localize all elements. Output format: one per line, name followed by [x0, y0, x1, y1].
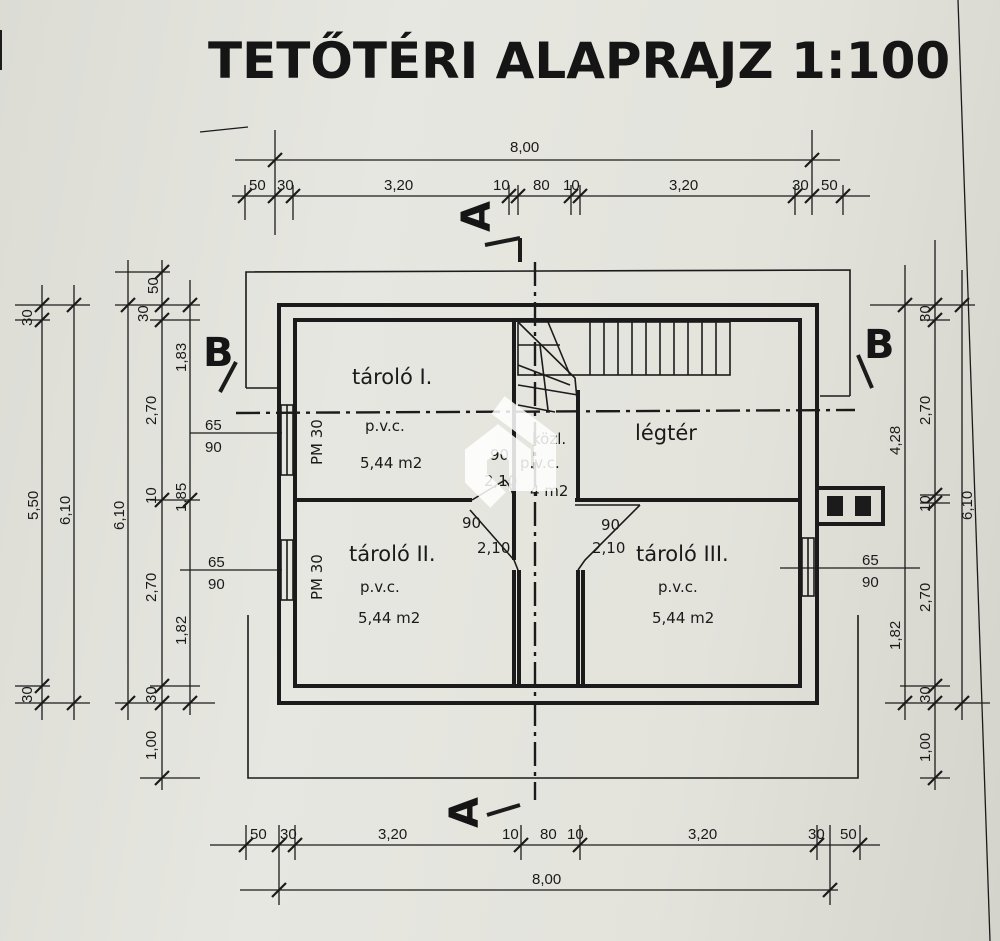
watermark-logo — [465, 396, 556, 508]
left-inner-dim-100: 1,00 — [143, 731, 160, 760]
door-taroló-2 — [469, 509, 519, 571]
room-taroló-2-name: tároló II. — [349, 542, 436, 566]
right-dim-270-top: 2,70 — [917, 396, 934, 425]
room-taroló-1-name: tároló I. — [352, 365, 432, 389]
left-inner-dim-270-top: 2,70 — [143, 396, 160, 425]
bottom-dim-9: 50 — [840, 826, 857, 843]
roof-overhang-bottom — [247, 615, 859, 779]
window-r-height: 90 — [862, 574, 879, 591]
window-lb-width: 65 — [208, 554, 225, 571]
window-r-width: 65 — [862, 552, 879, 569]
section-b-right-marker: B — [856, 322, 895, 389]
room-taroló-2-floor: p.v.c. — [360, 578, 400, 596]
section-a-top-label: A — [454, 201, 500, 232]
door-3-height: 2,10 — [592, 539, 625, 557]
bottom-dimension-lines — [210, 825, 880, 905]
sheet-edge-line — [957, 0, 991, 941]
right-dim-30-bottom: 30 — [917, 686, 934, 703]
right-dimension-lines — [870, 240, 990, 790]
top-dim-1: 50 — [249, 177, 266, 194]
left-inner-dim-50: 50 — [145, 277, 162, 294]
bottom-total-dimension: 8,00 — [532, 871, 561, 888]
bottom-dim-7: 3,20 — [688, 826, 717, 843]
section-a-top-marker: A — [454, 201, 522, 262]
bottom-dim-2: 30 — [280, 826, 297, 843]
top-dim-4: 10 — [493, 177, 510, 194]
top-dim-6: 10 — [563, 177, 580, 194]
door-taroló-3 — [575, 504, 641, 571]
door-2-height: 2,10 — [477, 539, 510, 557]
inner-wall — [293, 318, 802, 688]
room-taroló-3-area: 5,44 m2 — [652, 609, 714, 627]
window-right — [801, 537, 815, 597]
left-inner-dim-182: 1,82 — [173, 616, 190, 645]
left-outer-dim-bottom: 30 — [19, 686, 36, 703]
left-outer-dim-top: 30 — [19, 309, 36, 326]
left-inner-dim-183: 1,83 — [173, 343, 190, 372]
left-inner-dim-270-bottom: 2,70 — [143, 573, 160, 602]
top-dim-8: 30 — [792, 177, 809, 194]
left-inner-dim-30: 30 — [135, 305, 152, 322]
wall-pm30-top: PM 30 — [308, 419, 326, 465]
window-lt-height: 90 — [205, 439, 222, 456]
window-left-bottom — [280, 539, 294, 601]
room-taroló-1-area: 5,44 m2 — [360, 454, 422, 472]
room-legter-name: légtér — [635, 421, 697, 445]
top-total-dimension: 8,00 — [510, 139, 539, 156]
staircase — [517, 321, 731, 413]
bottom-dim-1: 50 — [250, 826, 267, 843]
right-dim-428: 4,28 — [887, 426, 904, 455]
room-taroló-3-name: tároló III. — [636, 542, 729, 566]
bottom-dim-3: 3,20 — [378, 826, 407, 843]
top-dim-7: 3,20 — [669, 177, 698, 194]
right-dim-182: 1,82 — [887, 621, 904, 650]
window-lt-width: 65 — [205, 417, 222, 434]
section-b-left-label: B — [203, 330, 234, 376]
section-line-b — [235, 408, 856, 415]
left-outer-dim-550: 5,50 — [25, 491, 42, 520]
left-outer-dim-610: 6,10 — [57, 496, 74, 525]
window-left-top — [280, 404, 294, 476]
top-dimension-lines — [199, 126, 870, 235]
door-2-width: 90 — [462, 514, 481, 532]
room-taroló-2-area: 5,44 m2 — [358, 609, 420, 627]
bottom-dim-8: 30 — [808, 826, 825, 843]
chimney — [815, 486, 885, 526]
left-inner-total: 6,10 — [111, 501, 128, 530]
room-taroló-1-floor: p.v.c. — [365, 417, 405, 435]
bottom-dim-6: 10 — [567, 826, 584, 843]
roof-overhang-top — [245, 269, 851, 396]
top-dim-2: 30 — [277, 177, 294, 194]
left-inner-dim-10: 10 — [143, 487, 160, 504]
right-dim-30-top: 30 — [917, 305, 934, 322]
left-inner-dim-185: 1,85 — [173, 483, 190, 512]
top-dim-5: 80 — [533, 177, 550, 194]
left-outer-dimension-lines — [15, 285, 90, 720]
right-dim-100: 1,00 — [917, 733, 934, 762]
top-dim-9: 50 — [821, 177, 838, 194]
bottom-dim-4: 10 — [502, 826, 519, 843]
section-a-bottom-label: A — [442, 797, 488, 828]
left-inner-dim-30-bottom: 30 — [143, 686, 160, 703]
right-dim-270-bottom: 2,70 — [917, 583, 934, 612]
right-dim-610: 6,10 — [959, 491, 976, 520]
drawing-title: TETŐTÉRI ALAPRAJZ 1:100 — [208, 31, 950, 90]
left-inner-dimension-lines — [115, 260, 215, 790]
top-dim-3: 3,20 — [384, 177, 413, 194]
section-a-bottom-marker: A — [442, 797, 521, 828]
door-3-width: 90 — [601, 516, 620, 534]
right-dim-10: 10 — [917, 495, 934, 512]
window-lb-height: 90 — [208, 576, 225, 593]
section-b-left-marker: B — [203, 330, 238, 393]
section-b-right-label: B — [864, 322, 895, 368]
wall-pm30-bottom: PM 30 — [308, 554, 326, 600]
room-taroló-3-floor: p.v.c. — [658, 578, 698, 596]
bottom-dim-5: 80 — [540, 826, 557, 843]
